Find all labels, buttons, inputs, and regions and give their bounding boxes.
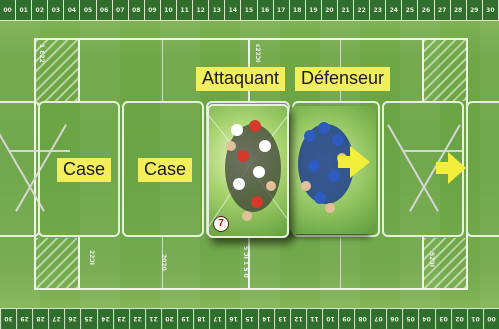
in-goal-hatch [424, 40, 466, 101]
ruler-tick: 08 [129, 0, 145, 20]
ruler-tick: 01 [16, 0, 32, 20]
field-mark: 1 Ɛ22 [38, 44, 45, 63]
ruler-tick: 18 [193, 309, 209, 329]
top-ruler: 00 01 02 03 04 05 06 07 08 09 10 11 12 1… [0, 0, 499, 21]
field-mark: 22ƆI [88, 250, 95, 265]
ruler-tick: 07 [370, 309, 386, 329]
ruler-tick: 02 [32, 0, 48, 20]
ruler-tick: 14 [225, 0, 241, 20]
ruler-tick: 17 [274, 0, 290, 20]
ruler-tick: 12 [290, 309, 306, 329]
ruler-tick: 26 [418, 0, 434, 20]
ruler-tick: 30 [483, 0, 499, 20]
ruler-tick: 20 [322, 0, 338, 20]
ruler-tick: 15 [241, 309, 257, 329]
ruler-tick: 05 [80, 0, 96, 20]
ruler-tick: 04 [418, 309, 434, 329]
ruler-tick: 19 [306, 0, 322, 20]
board-cell[interactable] [0, 101, 40, 237]
ruler-tick: 13 [209, 0, 225, 20]
ruler-tick: 12 [193, 0, 209, 20]
defender-arrow-icon [350, 146, 370, 178]
ruler-tick: 26 [64, 309, 80, 329]
ruler-tick: 00 [483, 309, 499, 329]
ruler-tick: 17 [209, 309, 225, 329]
ruler-tick: 03 [48, 0, 64, 20]
field-mark: 52ƆI [428, 252, 435, 267]
defender-arrow-shaft [338, 156, 352, 168]
advance-arrow-icon [448, 152, 466, 184]
ruler-tick: 23 [113, 309, 129, 329]
in-goal-hatch [36, 238, 78, 288]
field-mark: ɛ22ƆI [254, 44, 261, 62]
attacker-card[interactable]: 7 [207, 104, 289, 238]
ruler-tick: 02 [451, 309, 467, 329]
ruler-tick: 27 [48, 309, 64, 329]
case-label: Case [57, 158, 111, 182]
ruler-tick: 25 [402, 0, 418, 20]
ruler-tick: 28 [32, 309, 48, 329]
ruler-tick: 28 [451, 0, 467, 20]
ruler-tick: 25 [80, 309, 96, 329]
field-mark: 5 ƆI 1 5 0 [242, 246, 249, 278]
ruler-tick: 13 [274, 309, 290, 329]
ruler-tick: 10 [161, 0, 177, 20]
ruler-tick: 09 [338, 309, 354, 329]
ruler-tick: 22 [129, 309, 145, 329]
ruler-tick: 06 [97, 0, 113, 20]
22-line-left-top [162, 38, 163, 102]
defenseur-label: Défenseur [295, 67, 390, 91]
ruler-tick: 21 [338, 0, 354, 20]
ruler-tick: 24 [386, 0, 402, 20]
ruler-tick: 16 [258, 0, 274, 20]
ruler-tick: 20 [161, 309, 177, 329]
try-line-left-bottom [78, 237, 80, 289]
ruler-tick: 00 [0, 0, 16, 20]
ruler-tick: 15 [241, 0, 257, 20]
ruler-tick: 21 [145, 309, 161, 329]
ruler-tick: 19 [177, 309, 193, 329]
ruler-tick: 09 [145, 0, 161, 20]
field-mark: 2020 [160, 254, 167, 271]
attaquant-label: Attaquant [196, 67, 285, 91]
ruler-tick: 22 [354, 0, 370, 20]
card-number-badge: 7 [213, 216, 229, 232]
ruler-tick: 14 [258, 309, 274, 329]
ruler-tick: 01 [467, 309, 483, 329]
ruler-tick: 11 [306, 309, 322, 329]
try-line-left-top [78, 38, 80, 102]
bottom-ruler: 30 29 28 27 26 25 24 23 22 21 20 19 18 1… [0, 308, 499, 329]
ruler-tick: 27 [435, 0, 451, 20]
ruler-tick: 16 [225, 309, 241, 329]
ruler-tick: 29 [467, 0, 483, 20]
board-cell[interactable] [466, 101, 499, 237]
ruler-tick: 24 [97, 309, 113, 329]
ruler-tick: 23 [370, 0, 386, 20]
defender-card[interactable] [290, 106, 376, 234]
22-line-right-bottom [340, 237, 341, 289]
touch-line-top [34, 38, 466, 40]
ruler-tick: 08 [354, 309, 370, 329]
ruler-tick: 06 [386, 309, 402, 329]
ruler-tick: 04 [64, 0, 80, 20]
ruler-tick: 29 [16, 309, 32, 329]
touch-line-bottom [34, 288, 466, 290]
ruler-tick: 05 [402, 309, 418, 329]
ruler-tick: 11 [177, 0, 193, 20]
ruler-tick: 30 [0, 309, 16, 329]
case-label: Case [138, 158, 192, 182]
ruler-tick: 10 [322, 309, 338, 329]
ruler-tick: 03 [435, 309, 451, 329]
ruler-tick: 07 [113, 0, 129, 20]
ruler-tick: 18 [290, 0, 306, 20]
